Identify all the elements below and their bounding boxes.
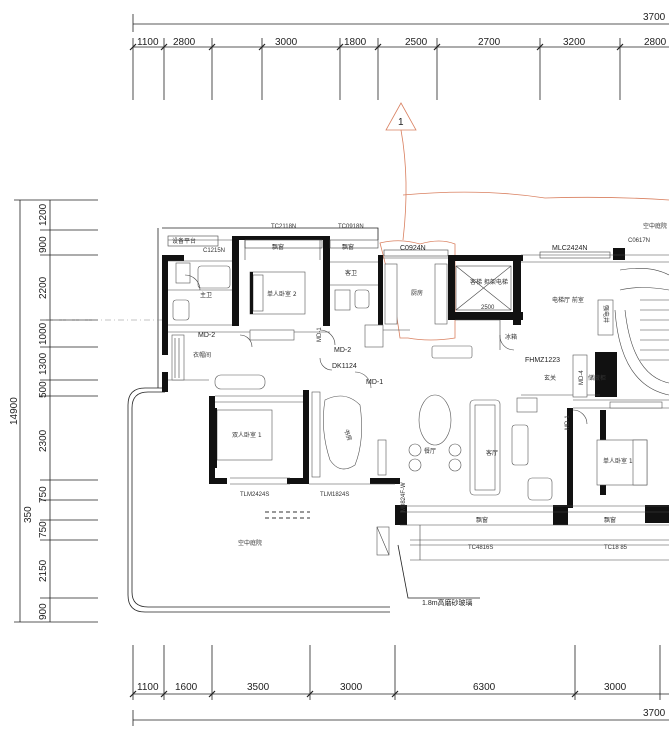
room-double-bedroom-1: 双人卧室 1 [232,431,262,439]
tag-md1-b: MD-1 [366,379,383,386]
top-dim-3: 3000 [275,37,298,48]
room-shoe-cabinet: 储藏柜 [588,374,606,382]
furniture [171,262,669,556]
bottom-dim-1: 1100 [137,682,159,693]
tag-tc1885: TC18 85 [604,545,628,551]
tag-c1215n: C1215N [203,248,225,254]
left-dim-10: 750 [38,521,49,538]
sky-garden-boundary [127,387,390,613]
left-dim-6: 500 [38,381,49,398]
room-shaft: 强电井 [602,305,610,323]
tag-c0924n: C0924N [400,245,426,252]
floor-plan-body [157,227,669,599]
room-sky-garden: 空中庭院 [238,539,262,547]
tag-md2-a: MD-2 [198,332,215,339]
door-swings [184,274,588,425]
revision-tag: 1 [398,117,404,128]
left-dim-1: 1200 [38,203,49,226]
left-dim-2: 900 [38,236,49,253]
glass-note: 1.8m高磨砂玻璃 [422,598,473,607]
tag-dk1124: DK1124 [332,363,357,370]
bottom-dim-2: 1600 [175,682,198,693]
room-study: 书房 [342,428,354,442]
tag-tlm1824s: TLM1824S [320,492,349,498]
room-sky-garden-right: 空中庭院 [643,222,667,230]
top-dim-7: 3200 [563,37,586,48]
left-dim-9: 350 [23,506,34,523]
top-dim-6: 2700 [478,37,501,48]
bottom-dim-3: 3500 [247,682,270,693]
elevator-box-dim: 2500 [481,305,495,311]
top-dim-2: 2800 [173,37,196,48]
left-dim-11: 2150 [38,559,49,582]
tag-fhmz1223: FHMZ1223 [525,357,560,364]
top-dimension-chain: 3700 1100 2800 3000 1800 2500 2700 3200 … [129,12,669,100]
left-dim-12: 900 [38,603,49,620]
room-living: 客厅 [486,449,498,457]
tag-tc4816s: TC4816S [468,545,493,551]
top-dim-1: 1100 [137,37,159,48]
room-guest-bath: 客卫 [345,269,357,277]
room-kitchen: 厨房 [411,289,423,297]
opening-tags: TC2118N TC0918N C1215N C0924N MLC2424N C… [198,224,650,607]
tag-m0824f: M0824F-W [401,482,407,512]
tag-tlm2424s: TLM2424S [240,492,269,498]
room-bay-c: 飘窗 [476,516,488,524]
left-dim-5: 1300 [38,352,49,375]
bottom-dimension-chain: 1100 1600 3500 3000 6300 3000 3700 [129,645,669,726]
room-labels: 设备平台 主卫 单人卧室 2 客卫 厨房 客梯 担架电梯 电梯厅 前室 强电井 … [172,222,667,547]
room-equipment: 设备平台 [172,237,196,245]
top-dim-4: 1800 [344,37,367,48]
bottom-dim-5: 6300 [473,682,496,693]
bottom-dim-6: 3000 [604,682,627,693]
room-dining: 餐厅 [424,447,436,455]
top-overall-label: 3700 [643,12,666,23]
room-fridge: 冰箱 [505,333,517,341]
tag-md1-c: MD-1 [565,415,571,430]
tag-mlc2424n: MLC2424N [552,245,587,252]
room-bay-d: 飘窗 [604,516,616,524]
tag-tc0918n: TC0918N [338,224,364,230]
room-lobby: 电梯厅 前室 [552,296,584,304]
tag-md1-a: MD-1 [317,327,323,342]
left-overall-label: 14900 [9,397,20,425]
room-entrance: 玄关 [544,374,556,382]
tag-md4: MD-4 [579,370,585,385]
left-dimension-chain: 14900 1200 900 2200 1000 1300 500 2300 7… [9,199,98,623]
top-dim-5: 2500 [405,37,428,48]
room-master-bath: 主卫 [200,291,212,299]
left-dim-8: 750 [38,486,49,503]
tag-c0617n: C0617N [628,238,650,244]
room-bay-b: 飘窗 [342,243,354,251]
left-dim-7: 2300 [38,429,49,452]
room-bay-a: 飘窗 [272,243,284,251]
left-dim-4: 1000 [38,322,49,345]
tag-md2-b: MD-2 [334,347,351,354]
left-dim-3: 2200 [38,276,49,299]
revision-marker: 1 [379,102,669,341]
top-dim-8: 2800 [644,37,667,48]
bottom-dim-4: 3000 [340,682,363,693]
room-single-bedroom-2: 单人卧室 2 [267,290,297,298]
room-single-bedroom-1: 单人卧室 1 [603,457,633,465]
tag-tc2118n: TC2118N [271,224,296,230]
room-closet: 衣帽间 [193,351,211,359]
bottom-overall-label: 3700 [643,708,666,719]
room-elevator: 客梯 担架电梯 [470,278,508,286]
